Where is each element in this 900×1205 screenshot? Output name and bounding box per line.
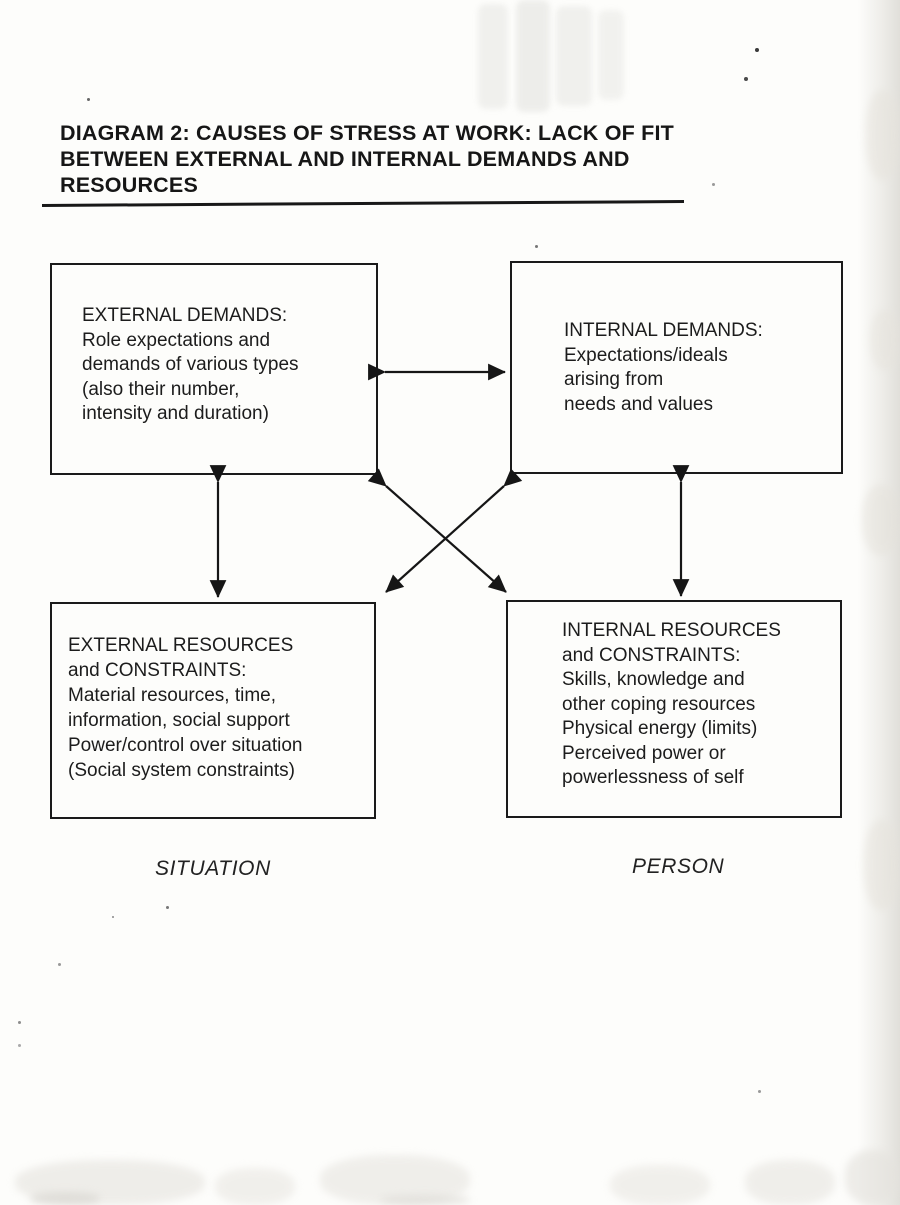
scan-speck bbox=[58, 963, 61, 966]
column-label-situation: SITUATION bbox=[155, 857, 271, 880]
scan-speck bbox=[18, 1044, 21, 1047]
box-line: powerlessness of self bbox=[562, 767, 744, 788]
scan-bleedthrough bbox=[478, 4, 508, 109]
scan-bleedthrough bbox=[870, 310, 900, 370]
scan-bleedthrough bbox=[30, 1192, 100, 1205]
scan-bleedthrough bbox=[862, 485, 900, 555]
box-line: information, social support bbox=[68, 710, 290, 731]
scan-speck bbox=[166, 906, 169, 909]
diagram-title-line: DIAGRAM 2: CAUSES OF STRESS AT WORK: LAC… bbox=[60, 121, 674, 145]
box-line: Power/control over situation bbox=[68, 735, 303, 756]
box-line: Expectations/ideals bbox=[564, 344, 728, 366]
box-heading: and CONSTRAINTS: bbox=[562, 644, 741, 666]
box-heading: EXTERNAL RESOURCES bbox=[68, 635, 294, 656]
box-line: Skills, knowledge and bbox=[562, 669, 745, 690]
box-line: needs and values bbox=[564, 393, 713, 415]
scan-bleedthrough bbox=[745, 1160, 835, 1205]
box-line: demands of various types bbox=[82, 354, 299, 375]
scan-bleedthrough bbox=[380, 1195, 470, 1205]
box-heading: EXTERNAL DEMANDS: bbox=[82, 305, 288, 326]
scan-bleedthrough bbox=[215, 1168, 295, 1205]
scan-speck bbox=[112, 916, 114, 918]
scan-speck bbox=[87, 98, 90, 101]
double-arrow-diagonal-right-left-icon bbox=[385, 468, 523, 593]
box-line: Perceived power or bbox=[562, 742, 726, 764]
scan-bleedthrough bbox=[845, 1150, 900, 1205]
scan-bleedthrough bbox=[610, 1165, 710, 1205]
box-line: (Social system constraints) bbox=[68, 760, 296, 781]
box-external-resources-constraints: EXTERNAL RESOURCES and CONSTRAINTS: Mate… bbox=[50, 602, 376, 819]
box-line: intensity and duration) bbox=[82, 403, 269, 424]
box-line: Physical energy (limits) bbox=[562, 718, 758, 739]
box-internal-resources-constraints: INTERNAL RESOURCES and CONSTRAINTS: Skil… bbox=[506, 600, 842, 818]
diagram-title-line: RESOURCES bbox=[60, 173, 198, 197]
scan-bleedthrough bbox=[864, 820, 900, 910]
column-label-person: PERSON bbox=[632, 855, 725, 878]
scan-speck bbox=[744, 77, 748, 81]
scan-speck bbox=[758, 1090, 761, 1093]
box-heading: and CONSTRAINTS: bbox=[68, 660, 247, 681]
scan-bleedthrough bbox=[516, 0, 550, 112]
scan-bleedthrough bbox=[866, 90, 900, 180]
box-line: Material resources, time, bbox=[68, 685, 277, 706]
scan-speck bbox=[535, 245, 538, 248]
box-external-demands: EXTERNAL DEMANDS: Role expectations and … bbox=[50, 263, 378, 475]
scan-bleedthrough bbox=[556, 6, 592, 106]
box-line: arising from bbox=[564, 369, 664, 390]
box-line: Role expectations and bbox=[82, 329, 271, 351]
scan-speck bbox=[712, 183, 715, 186]
diagram-title: DIAGRAM 2: CAUSES OF STRESS AT WORK: LAC… bbox=[60, 120, 720, 198]
scan-gutter-shadow bbox=[858, 0, 900, 1205]
box-heading: INTERNAL DEMANDS: bbox=[564, 320, 763, 341]
box-heading: INTERNAL RESOURCES bbox=[562, 620, 781, 641]
box-line: other coping resources bbox=[562, 693, 756, 715]
box-internal-demands: INTERNAL DEMANDS: Expectations/ideals ar… bbox=[510, 261, 843, 474]
scan-speck bbox=[18, 1021, 21, 1024]
box-line: (also their number, bbox=[82, 378, 240, 400]
diagram-title-line: BETWEEN EXTERNAL AND INTERNAL DEMANDS AN… bbox=[60, 147, 630, 171]
scan-speck bbox=[755, 48, 759, 52]
scan-bleedthrough bbox=[598, 10, 624, 100]
